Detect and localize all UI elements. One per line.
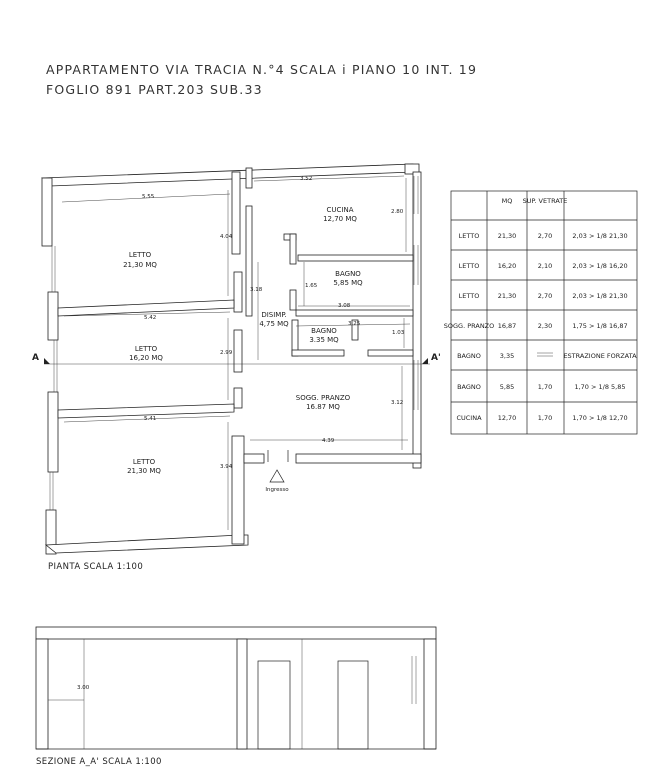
entrance-arrow-icon bbox=[269, 469, 285, 483]
door bbox=[337, 660, 369, 750]
dim-label: 1.03 bbox=[392, 330, 405, 336]
dim-label: 4.04 bbox=[220, 234, 233, 240]
dim-label: 4.39 bbox=[322, 438, 335, 444]
table-cell: LETTO bbox=[459, 262, 480, 270]
table-cell: 1,70 bbox=[538, 383, 552, 391]
section-line: A A' bbox=[32, 353, 441, 365]
table-cell: LETTO bbox=[459, 232, 480, 240]
table-cell: 2,03 > 1/8 21,30 bbox=[572, 292, 627, 300]
interior-walls bbox=[57, 167, 414, 419]
dim-label: 3.18 bbox=[250, 287, 263, 293]
room-area: 21,30 MQ bbox=[123, 261, 157, 269]
dim-label: 2.80 bbox=[391, 209, 404, 215]
table-cell: ESTRAZIONE FORZATA bbox=[563, 352, 637, 360]
room-name: LETTO bbox=[133, 458, 156, 466]
dim-label: 5.41 bbox=[144, 416, 156, 422]
room-name: CUCINA bbox=[327, 206, 354, 214]
dim-label: 3.08 bbox=[338, 303, 351, 309]
dim-label: 3.52 bbox=[300, 176, 312, 182]
dim-label: 5.55 bbox=[142, 194, 155, 200]
table-cell: CUCINA bbox=[456, 414, 482, 422]
dimension-labels: 5.55 3.52 4.04 2.80 3.18 1.65 3.08 5.42 … bbox=[142, 176, 405, 470]
table-header: MQ bbox=[502, 197, 513, 205]
table-cell: 21,30 bbox=[498, 232, 517, 240]
door bbox=[257, 660, 291, 750]
table-cell: 1,70 bbox=[538, 414, 552, 422]
room-name: BAGNO bbox=[311, 327, 337, 335]
dim-label: 5.42 bbox=[144, 315, 156, 321]
room-labels: LETTO 21,30 MQ LETTO 16,20 MQ LETTO 21,3… bbox=[123, 206, 363, 475]
table-cell: 2,03 > 1/8 16,20 bbox=[572, 262, 627, 270]
room-name: SOGG. PRANZO bbox=[296, 394, 351, 402]
room-area: 12,70 MQ bbox=[323, 215, 357, 223]
section-mark-left: A bbox=[32, 353, 39, 363]
section-mark-right: A' bbox=[431, 353, 441, 363]
table-cell: 3,35 bbox=[500, 352, 514, 360]
dim-label: 3.12 bbox=[391, 400, 403, 406]
table-cell: 16,20 bbox=[498, 262, 517, 270]
table-cell: BAGNO bbox=[457, 383, 481, 391]
room-name: DISIMP. bbox=[261, 311, 286, 319]
outer-walls bbox=[41, 163, 422, 555]
dim-label: 3.94 bbox=[220, 464, 233, 470]
room-name: LETTO bbox=[135, 345, 158, 353]
room-name: BAGNO bbox=[335, 270, 361, 278]
dim-label: 2.99 bbox=[220, 350, 233, 356]
section-height-label: 3.00 bbox=[77, 685, 90, 691]
entrance-marker: Ingresso bbox=[265, 450, 289, 493]
dimension-lines bbox=[61, 175, 411, 530]
entrance-label: Ingresso bbox=[265, 487, 289, 493]
room-area: 3.35 MQ bbox=[309, 336, 339, 344]
section-drawing: 3.00 bbox=[35, 626, 437, 750]
room-area: 4,75 MQ bbox=[259, 320, 289, 328]
section-caption: SEZIONE A_A' SCALA 1:100 bbox=[36, 757, 162, 767]
table-cell: LETTO bbox=[459, 292, 480, 300]
windows-left bbox=[49, 246, 58, 510]
table-cell: 1,75 > 1/8 16,87 bbox=[572, 322, 627, 330]
table-cell: 21,30 bbox=[498, 292, 517, 300]
table-cell: 2,70 bbox=[538, 292, 552, 300]
dim-label: 1.65 bbox=[305, 283, 318, 289]
table-cell: 2,30 bbox=[538, 322, 552, 330]
table-cell: SOGG. PRANZO bbox=[444, 322, 495, 330]
table-cell: 12,70 bbox=[498, 414, 517, 422]
table-cell: 16,87 bbox=[498, 322, 517, 330]
plan-caption: PIANTA SCALA 1:100 bbox=[48, 562, 143, 572]
table-cell: 5,85 bbox=[500, 383, 514, 391]
table-cell: BAGNO bbox=[457, 352, 481, 360]
room-area: 16.87 MQ bbox=[306, 403, 340, 411]
table-cell: 1,70 > 1/8 5,85 bbox=[574, 383, 625, 391]
table-cell: 2,03 > 1/8 21,30 bbox=[572, 232, 627, 240]
table-header: SUP. VETRATE bbox=[523, 197, 568, 205]
table-cell: 2,70 bbox=[538, 232, 552, 240]
windows-right bbox=[413, 176, 419, 410]
title-line-1: APPARTAMENTO VIA TRACIA N.°4 SCALA i PIA… bbox=[46, 62, 478, 77]
room-area: 16,20 MQ bbox=[129, 354, 163, 362]
room-area: 5,85 MQ bbox=[333, 279, 363, 287]
table-cell: 1,70 > 1/8 12,70 bbox=[572, 414, 627, 422]
title-line-2: FOGLIO 891 PART.203 SUB.33 bbox=[46, 82, 263, 97]
table-cell: 2,10 bbox=[538, 262, 552, 270]
area-table: MQ SUP. VETRATE LETTO 21,30 2,70 2,03 > … bbox=[444, 190, 638, 435]
dim-label: 3.25 bbox=[348, 321, 361, 327]
room-name: LETTO bbox=[129, 251, 152, 259]
room-area: 21,30 MQ bbox=[127, 467, 161, 475]
